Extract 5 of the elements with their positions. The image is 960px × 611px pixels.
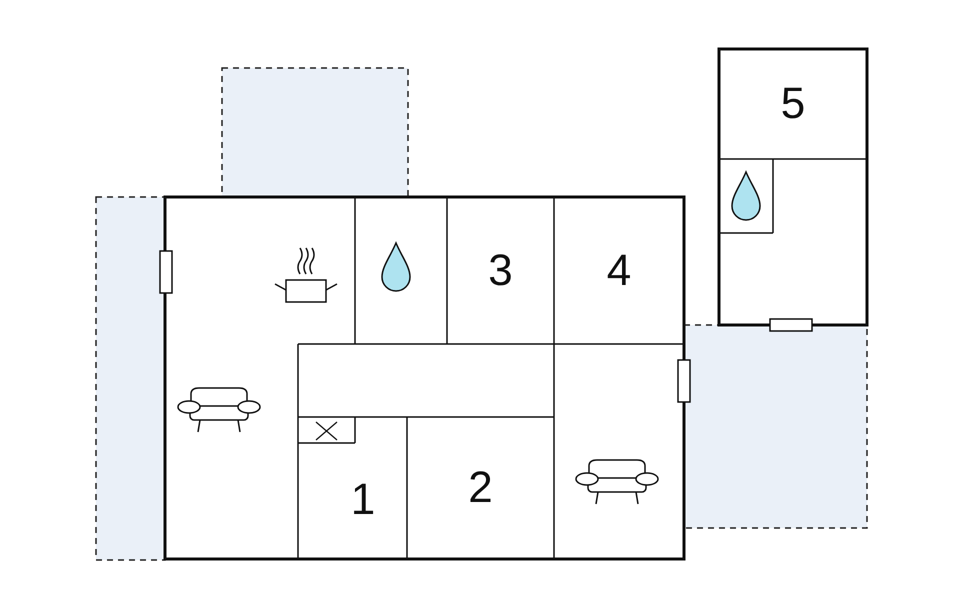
room-number: 1 bbox=[350, 478, 376, 522]
room-number: 2 bbox=[468, 466, 493, 510]
room-number: 3 bbox=[488, 248, 513, 292]
room-number: 4 bbox=[606, 248, 632, 292]
room-number: 5 bbox=[780, 82, 806, 126]
